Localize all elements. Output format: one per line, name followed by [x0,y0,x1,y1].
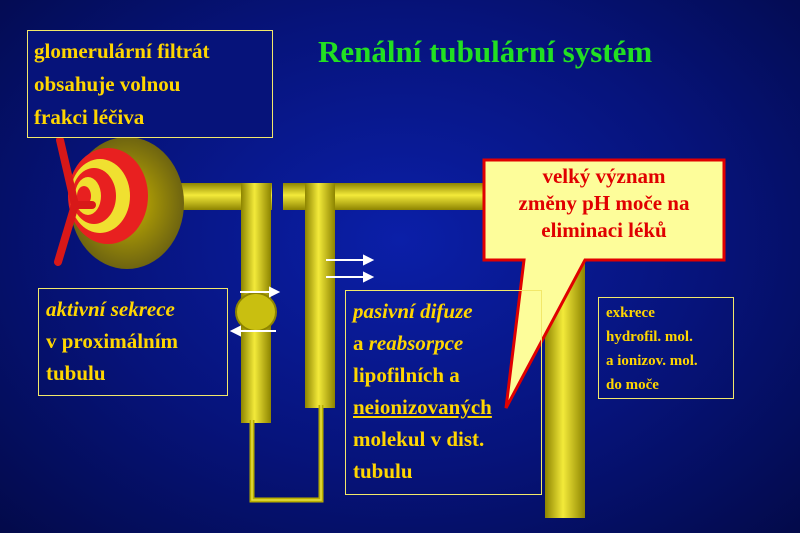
passive-line-6: tubulu [353,459,413,483]
excretion-line-1: exkrece [606,305,655,321]
callout-line-1: velký význam [542,164,666,188]
callout-line-3: eliminaci léků [541,218,667,242]
callout-line-2: změny pH moče na [518,191,690,215]
excretion-line-2: hydrofil. mol. [606,329,693,345]
secretion-bulge [235,292,277,332]
callout-bubble [482,158,726,409]
passive-diffusion-box: pasivní difuze a reabsorpce lipofilních … [345,290,542,495]
callout-text: velký význam změny pH moče na eliminaci … [486,163,722,244]
passive-line-2-prefix: a [353,331,369,355]
active-line-1: aktivní sekrece [46,297,175,321]
afferent-vessels [54,136,96,266]
active-line-2: v proximálním [46,329,179,353]
glomerular-line-2: obsahuje volnou [34,72,181,96]
active-secretion-box: aktivní sekrece v proximálním tubulu [38,288,228,396]
excretion-line-3: a ionizov. mol. [606,353,698,369]
reabsorption-arrows [326,254,375,283]
passive-line-5: molekul v dist. [353,427,485,451]
excretion-box: exkrece hydrofil. mol. a ionizov. mol. d… [598,297,734,399]
page-title: Renální tubulární systém [318,34,653,69]
glomerular-line-1: glomerulární filtrát [34,39,210,63]
passive-line-1: pasivní difuze [353,299,473,323]
glomerular-filtrate-box: glomerulární filtrát obsahuje volnou fra… [27,30,273,138]
glomerular-line-3: frakci léčiva [34,105,145,129]
distal-tubule-vertical [305,183,335,408]
passive-line-4: neionizovaných [353,395,492,419]
active-line-3: tubulu [46,361,106,385]
passive-line-3: lipofilních a [353,363,460,387]
passive-line-2: a reabsorpce [353,327,541,359]
excretion-line-4: do moče [606,377,659,393]
secretion-arrows [229,286,281,337]
passive-line-2-italic: reabsorpce [368,331,464,355]
